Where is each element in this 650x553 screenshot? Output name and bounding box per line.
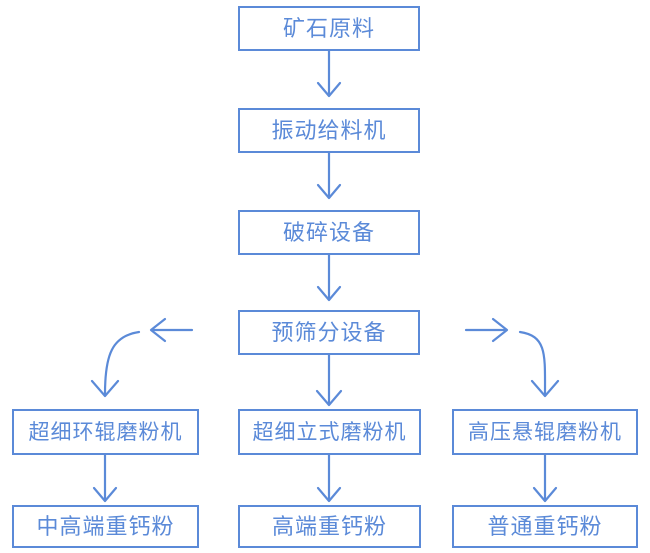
node-label: 矿石原料 bbox=[282, 15, 375, 41]
node-vibrating-feeder[interactable]: 振动给料机 bbox=[238, 108, 420, 153]
node-label: 高端重钙粉 bbox=[271, 513, 387, 539]
node-label: 普通重钙粉 bbox=[487, 513, 603, 539]
node-raw-ore[interactable]: 矿石原料 bbox=[238, 6, 420, 51]
node-ultrafine-ring-roller-mill[interactable]: 超细环辊磨粉机 bbox=[12, 409, 199, 455]
arrow-branch-left-curve bbox=[90, 330, 141, 398]
arrow-vertical-mill-to-high-grade-gcc bbox=[316, 453, 342, 503]
arrow-crushing-equipment-to-pre-screening bbox=[316, 253, 342, 302]
node-crushing-equipment[interactable]: 破碎设备 bbox=[238, 210, 420, 255]
node-mid-high-grade-gcc[interactable]: 中高端重钙粉 bbox=[12, 505, 199, 548]
node-ultrafine-vertical-mill[interactable]: 超细立式磨粉机 bbox=[238, 409, 421, 455]
node-label: 振动给料机 bbox=[271, 117, 387, 143]
node-label: 破碎设备 bbox=[282, 219, 375, 245]
node-label: 中高端重钙粉 bbox=[36, 513, 175, 539]
node-pre-screening-equipment[interactable]: 预筛分设备 bbox=[238, 310, 420, 355]
arrow-raw-ore-to-vibrating-feeder bbox=[316, 49, 342, 98]
arrow-ring-roller-mill-to-mid-high-grade-gcc bbox=[92, 453, 118, 503]
node-label: 高压悬辊磨粉机 bbox=[468, 420, 622, 444]
node-ordinary-gcc[interactable]: 普通重钙粉 bbox=[452, 505, 638, 548]
arrow-branch-right-curve bbox=[518, 330, 560, 398]
node-high-pressure-suspension-mill[interactable]: 高压悬辊磨粉机 bbox=[452, 409, 638, 455]
node-label: 预筛分设备 bbox=[271, 319, 387, 345]
arrow-pre-screening-to-ultrafine-vertical-mill bbox=[315, 353, 343, 407]
arrow-branch-right-pointer bbox=[464, 317, 509, 343]
node-label: 超细立式磨粉机 bbox=[252, 420, 407, 444]
node-label: 超细环辊磨粉机 bbox=[28, 420, 183, 444]
node-high-grade-gcc[interactable]: 高端重钙粉 bbox=[238, 505, 421, 548]
arrow-vibrating-feeder-to-crushing-equipment bbox=[316, 151, 342, 200]
arrow-high-pressure-mill-to-ordinary-gcc bbox=[532, 453, 558, 503]
arrow-branch-left-pointer bbox=[149, 317, 194, 343]
